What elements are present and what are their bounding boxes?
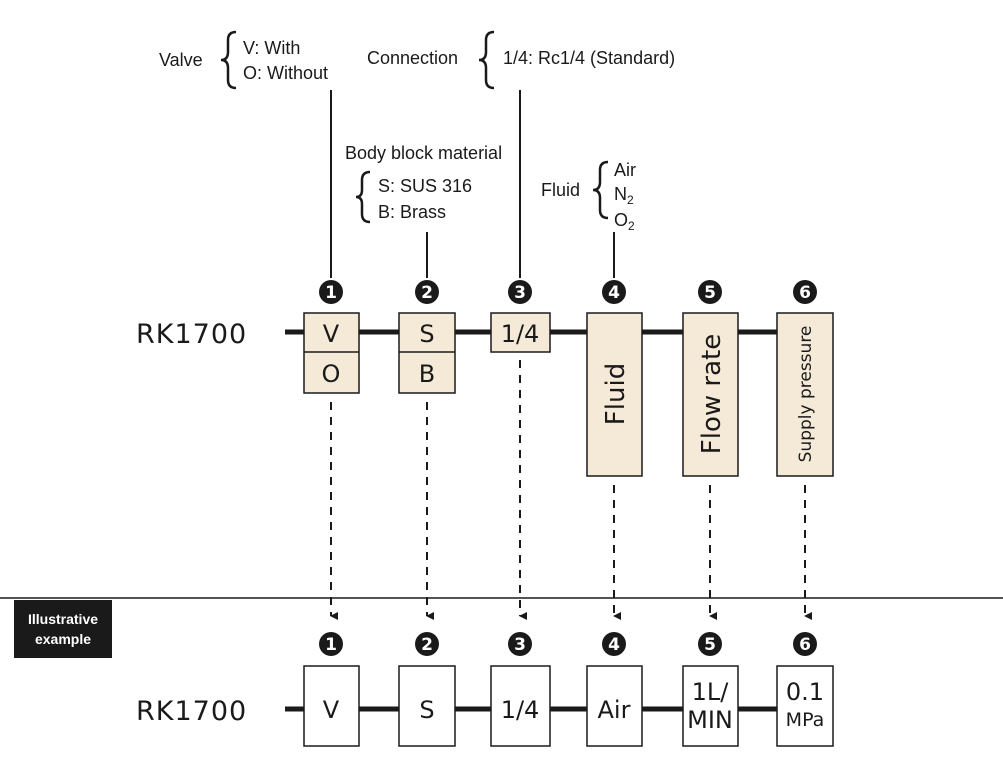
body-code-b: B bbox=[419, 360, 435, 388]
connection-code-box bbox=[490, 312, 551, 353]
example-number-2: 2 bbox=[415, 632, 439, 656]
flow-rate-code-box bbox=[682, 312, 739, 477]
valve-code-box bbox=[303, 312, 360, 394]
supply-pressure-code-box bbox=[776, 312, 834, 477]
model-prefix: RK1700 bbox=[136, 319, 247, 350]
fluid-brace bbox=[592, 160, 609, 220]
example-fluid-box bbox=[586, 665, 643, 747]
svg-text:6: 6 bbox=[799, 635, 811, 655]
example-flow-rate-box bbox=[682, 665, 739, 747]
example-model-prefix: RK1700 bbox=[136, 696, 247, 727]
example-body-value: S bbox=[419, 696, 434, 724]
fluid-option-n2: N2 bbox=[614, 184, 634, 207]
valve-option-with: V: With bbox=[243, 38, 300, 58]
example-connection-box bbox=[490, 665, 551, 747]
example-flow-rate-line-1: 1L/ bbox=[692, 678, 730, 706]
illustrative-example-badge bbox=[14, 600, 112, 658]
connection-title: Connection bbox=[367, 48, 458, 68]
example-body-box bbox=[398, 665, 456, 747]
valve-option-without: O: Without bbox=[243, 63, 328, 83]
svg-text:1: 1 bbox=[325, 635, 337, 655]
code-number-5: 5 bbox=[698, 280, 722, 304]
example-number-1: 1 bbox=[319, 632, 343, 656]
example-number-6: 6 bbox=[793, 632, 817, 656]
svg-text:4: 4 bbox=[608, 635, 620, 655]
connection-brace bbox=[478, 30, 495, 90]
svg-text:2: 2 bbox=[421, 635, 433, 655]
example-flow-rate-line-2: MIN bbox=[687, 706, 733, 734]
code-number-4: 4 bbox=[602, 280, 626, 304]
svg-text:5: 5 bbox=[704, 283, 716, 303]
example-number-4: 4 bbox=[602, 632, 626, 656]
body-option-sus: S: SUS 316 bbox=[378, 176, 472, 196]
code-number-6: 6 bbox=[793, 280, 817, 304]
svg-text:2: 2 bbox=[421, 283, 433, 303]
svg-text:3: 3 bbox=[514, 283, 526, 303]
svg-text:3: 3 bbox=[514, 635, 526, 655]
body-code-s: S bbox=[419, 320, 434, 348]
svg-text:1: 1 bbox=[325, 283, 337, 303]
body-block-brace bbox=[355, 170, 371, 224]
fluid-code-box bbox=[586, 312, 643, 477]
code-number-2: 2 bbox=[415, 280, 439, 304]
valve-brace bbox=[220, 30, 237, 90]
code-number-1: 1 bbox=[319, 280, 343, 304]
example-valve-value: V bbox=[323, 696, 340, 724]
supply-pressure-code-label: Supply pressure bbox=[796, 326, 816, 463]
example-connection-value: 1/4 bbox=[501, 696, 540, 724]
fluid-option-o2: O2 bbox=[614, 210, 635, 233]
svg-text:4: 4 bbox=[608, 283, 620, 303]
svg-text:5: 5 bbox=[704, 635, 716, 655]
flow-rate-code-label: Flow rate bbox=[697, 334, 727, 454]
valve-title: Valve bbox=[159, 50, 203, 70]
connection-option: 1/4: Rc1/4 (Standard) bbox=[503, 48, 675, 68]
example-fluid-value: Air bbox=[598, 696, 631, 724]
example-valve-box bbox=[303, 665, 360, 747]
body-block-title: Body block material bbox=[345, 143, 502, 163]
fluid-title: Fluid bbox=[541, 180, 580, 200]
fluid-option-air: Air bbox=[614, 160, 636, 180]
example-supply-pressure-box bbox=[776, 665, 834, 747]
example-number-5: 5 bbox=[698, 632, 722, 656]
valve-code-v: V bbox=[323, 320, 340, 348]
svg-text:6: 6 bbox=[799, 283, 811, 303]
code-number-3: 3 bbox=[508, 280, 532, 304]
badge-line-2: example bbox=[35, 631, 91, 647]
example-number-3: 3 bbox=[508, 632, 532, 656]
fluid-code-label: Fluid bbox=[601, 363, 631, 425]
example-pressure-value: 0.1 bbox=[786, 678, 824, 706]
badge-line-1: Illustrative bbox=[28, 611, 98, 627]
body-code-box bbox=[398, 312, 456, 394]
example-pressure-unit: MPa bbox=[786, 709, 825, 731]
connection-code: 1/4 bbox=[501, 320, 540, 348]
body-option-brass: B: Brass bbox=[378, 202, 446, 222]
valve-code-o: O bbox=[322, 360, 341, 388]
